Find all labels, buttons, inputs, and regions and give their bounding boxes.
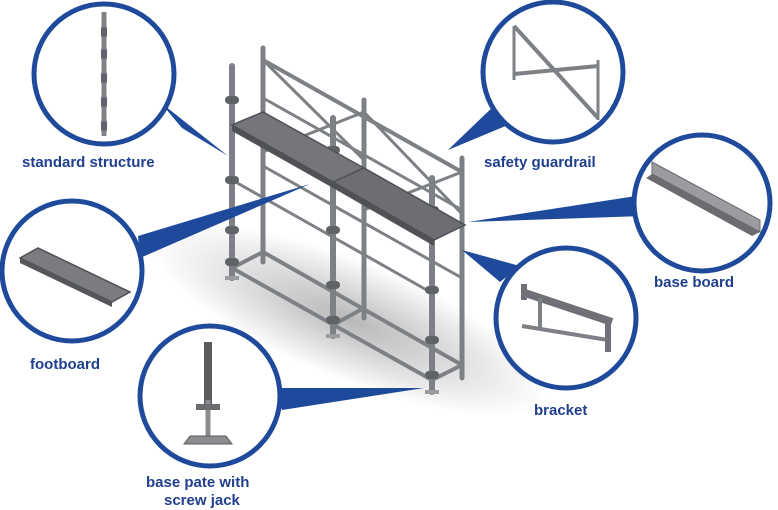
callout-base-plate [137,323,283,469]
deck-plank-right [331,167,467,241]
deck-plank-left [230,111,366,183]
callout-bracket [493,245,639,391]
callout-base-board [631,132,773,274]
pointer-standard [160,102,228,156]
label-base-board: base board [654,274,735,291]
label-safety-guardrail: safety guardrail [484,154,596,171]
callout-pointers [138,102,642,410]
label-standard-structure: standard structure [22,154,155,171]
pointer-footboard [138,184,310,258]
guardrail-diagonal-3 [362,110,464,216]
guardrail-top [261,58,464,174]
label-footboard: footboard [30,356,100,373]
pointer-bracket [462,250,520,282]
label-base-plate-line1: base pate with [146,474,250,491]
pointer-baseplate [278,388,424,410]
deck [230,111,467,246]
callout-standard-structure [31,1,177,147]
label-bracket: bracket [534,402,588,419]
guardrail-diagonal-1 [261,58,366,162]
pointer-baseboard [468,196,642,222]
ground-shadow [153,223,547,417]
ledger-middle-back [261,164,464,280]
callout-safety-guardrail [480,0,626,145]
callout-footboard [0,198,145,344]
label-base-plate-line2: screw jack [164,492,240,509]
